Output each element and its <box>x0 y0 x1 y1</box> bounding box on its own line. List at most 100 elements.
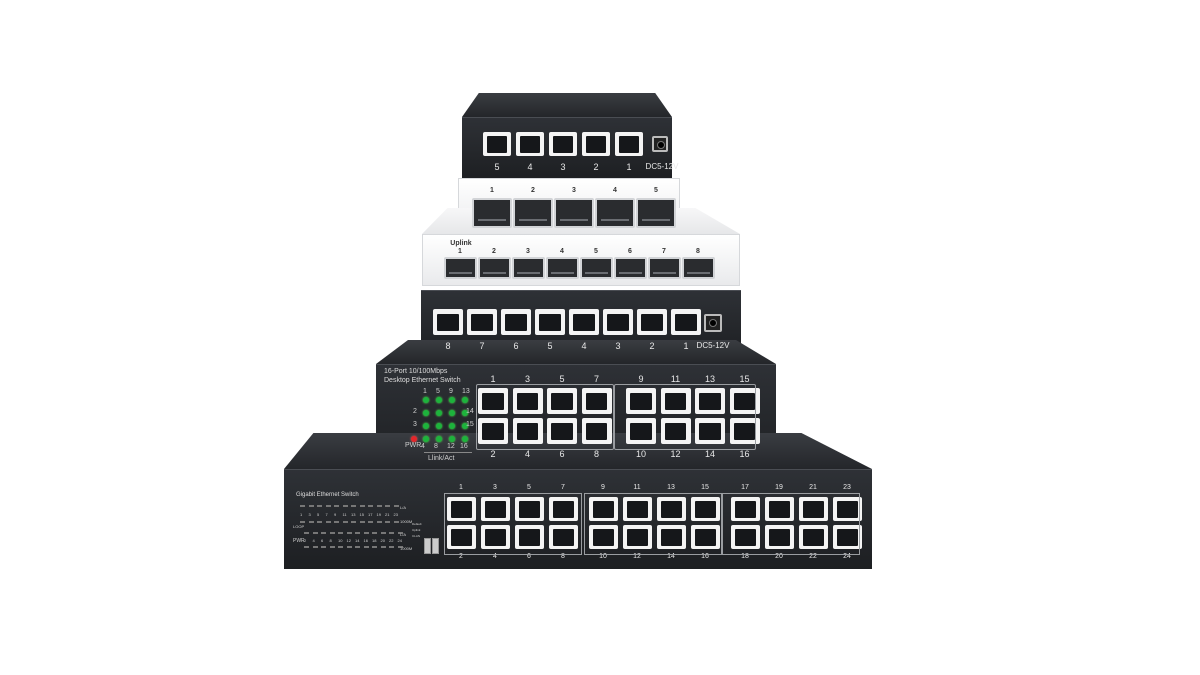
led-number-label: 18 <box>372 538 377 543</box>
ethernet-port <box>535 309 565 335</box>
led-number-label: 7 <box>325 512 328 517</box>
link-activity-led <box>423 410 429 416</box>
dip-switch <box>424 538 431 554</box>
ethernet-port <box>660 388 691 414</box>
ethernet-port <box>580 257 613 279</box>
port-number-label: 8 <box>561 553 565 560</box>
ethernet-port <box>501 309 531 335</box>
led-indicator <box>389 532 394 534</box>
led-indicator <box>329 546 335 548</box>
led-number-label: 23 <box>393 512 398 517</box>
link-activity-led <box>462 436 468 442</box>
ethernet-port <box>554 198 594 228</box>
switch-top-surface <box>376 340 776 364</box>
ethernet-port <box>478 418 508 444</box>
led-indicator <box>312 532 318 534</box>
speed-indicator-label: L/A <box>400 532 407 537</box>
led-indicator <box>300 521 305 523</box>
led-number-label: 22 <box>389 538 394 543</box>
ethernet-port <box>833 525 862 549</box>
link-activity-led <box>462 423 468 429</box>
ethernet-port <box>547 418 577 444</box>
port-number-label: 15 <box>739 374 750 384</box>
ethernet-port <box>660 418 691 444</box>
port-number-label: 2 <box>649 341 655 351</box>
led-number-label: 16 <box>363 538 368 543</box>
port-number-label: 18 <box>741 553 749 560</box>
port-number-label: 13 <box>667 484 675 491</box>
ethernet-port <box>589 497 618 521</box>
led-number-label: 14 <box>355 538 360 543</box>
port-number-label: 24 <box>843 553 851 560</box>
port-number-label: 21 <box>809 484 817 491</box>
port-block-frame <box>476 384 614 450</box>
ethernet-port <box>549 497 578 521</box>
port-number-label: 3 <box>524 374 530 384</box>
led-indicator <box>321 532 326 534</box>
switch-top-surface <box>284 433 872 469</box>
led-number-label: 15 <box>466 421 474 428</box>
led-number-label: 20 <box>380 538 385 543</box>
link-activity-led <box>449 436 455 442</box>
model-title-line2: Desktop Ethernet Switch <box>384 377 461 384</box>
link-activity-led <box>423 436 429 442</box>
port-number-label: 3 <box>572 187 576 194</box>
led-indicator <box>300 505 305 507</box>
port-number-label: 4 <box>527 162 533 172</box>
link-activity-led <box>423 423 429 429</box>
ethernet-port <box>691 525 720 549</box>
led-bracket-line <box>424 452 472 453</box>
switch-top-surface <box>462 93 672 117</box>
link-activity-led <box>449 397 455 403</box>
port-number-label: 2 <box>490 449 496 459</box>
ethernet-port <box>691 497 720 521</box>
ethernet-port <box>478 257 511 279</box>
led-number-label: 2 <box>304 538 307 543</box>
ethernet-port <box>833 497 862 521</box>
led-number-label: 2 <box>413 408 417 415</box>
led-number-label: 13 <box>351 512 356 517</box>
port-number-label: 7 <box>662 248 666 255</box>
ethernet-port <box>483 132 511 156</box>
port-number-label: 4 <box>581 341 587 351</box>
ethernet-port <box>581 418 612 444</box>
ethernet-port <box>569 309 599 335</box>
model-title-line1: 16-Port 10/100Mbps <box>384 368 448 375</box>
led-indicator <box>338 532 343 534</box>
led-indicator <box>385 521 390 523</box>
ethernet-port <box>478 388 508 414</box>
link-activity-led <box>462 397 468 403</box>
ethernet-port <box>614 257 647 279</box>
led-indicator <box>376 505 382 507</box>
port-number-label: 5 <box>527 484 531 491</box>
port-number-label: 5 <box>594 248 598 255</box>
link-activity-led <box>436 410 442 416</box>
led-number-label: 17 <box>368 512 373 517</box>
led-indicator <box>363 546 369 548</box>
port-number-label: 4 <box>524 449 530 459</box>
led-indicator <box>325 505 331 507</box>
led-number-label: 10 <box>338 538 343 543</box>
led-indicator <box>372 546 377 548</box>
ethernet-port <box>626 418 656 444</box>
led-indicator <box>312 546 318 548</box>
port-number-label: 2 <box>593 162 599 172</box>
ethernet-port <box>447 497 476 521</box>
ethernet-port <box>657 497 686 521</box>
ethernet-port <box>512 388 543 414</box>
led-indicator <box>355 532 360 534</box>
link-activity-led <box>436 436 442 442</box>
ethernet-port <box>729 418 760 444</box>
ethernet-port <box>623 497 652 521</box>
led-indicator <box>317 521 322 523</box>
port-number-label: 7 <box>593 374 599 384</box>
port-block-frame <box>614 384 756 450</box>
port-number-label: 6 <box>559 449 565 459</box>
led-indicator <box>321 546 326 548</box>
dc-power-jack <box>704 314 722 332</box>
led-number-label: 9 <box>334 512 337 517</box>
port-number-label: 8 <box>593 449 599 459</box>
led-number-label: 4 <box>421 443 425 450</box>
led-number-label: 1 <box>423 388 427 395</box>
led-indicator <box>346 532 352 534</box>
